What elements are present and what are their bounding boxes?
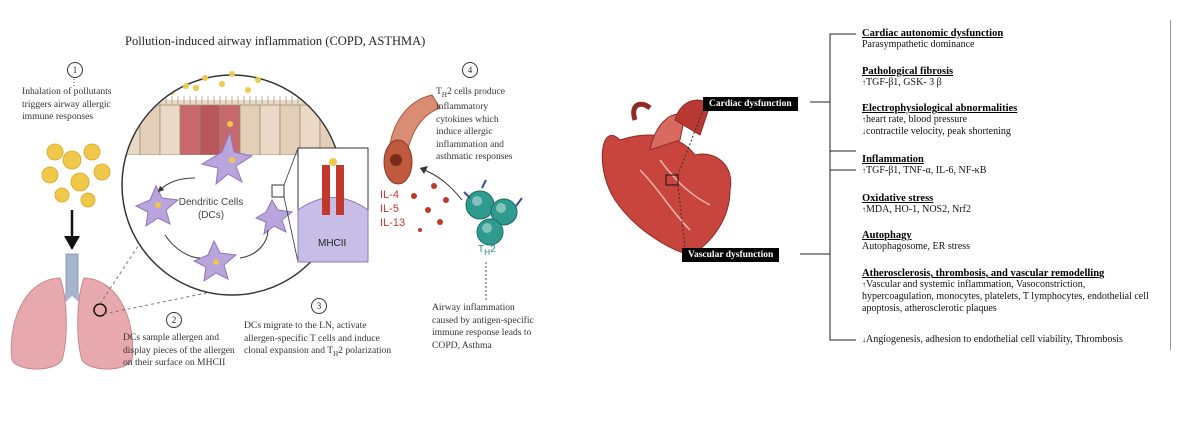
step-4-caption: TH2 cells produce inflammatory cytokines… [436, 86, 513, 163]
section-heading: Oxidative stress [862, 193, 934, 204]
dendritic-cells-label: Dendritic Cells (DCs) [178, 197, 244, 221]
step-3-caption: DCs migrate to the LN, activate allergen… [244, 320, 392, 358]
th2-label: TH2 [478, 244, 496, 257]
section-oxidative-stress: Oxidative stress ↑MDA, HO-1, NOS2, Nrf2 [862, 193, 971, 216]
airway-inflammation-caption: Airway inflammation caused by antigen-sp… [432, 302, 534, 351]
cardiac-dysfunction-label: Cardiac dysfunction [703, 97, 798, 111]
section-heading: Pathological fibrosis [862, 66, 954, 77]
section-text: TGF-β1, GSK- 3 β [862, 77, 953, 89]
airway-inflammation-illustration [10, 71, 523, 370]
section-heading: Cardiac autonomic dysfunction [862, 28, 1004, 39]
cytokine-il4: IL-4 [380, 189, 399, 201]
section-heading: Electrophysiological abnormalities [862, 103, 1018, 114]
diagram-title: Pollution-induced airway inflammation (C… [125, 34, 426, 48]
section-text: ↑heart rate, blood pressure [862, 114, 968, 125]
up-arrow-icon: ↑ [862, 115, 866, 124]
right-border-line [1170, 20, 1171, 350]
section-atherosclerosis: Atherosclerosis, thrombosis, and vascula… [862, 268, 1149, 315]
section-text: hypercoagulation, monocytes, platelets, … [862, 291, 1149, 302]
section-text: apoptosis, atherosclerotic plaques [862, 303, 997, 314]
step-number-1: 1 [67, 62, 83, 78]
section-text: ↑Vascular and systemic inflammation, Vas… [862, 279, 1086, 290]
down-arrow-icon: ↓ [862, 127, 866, 136]
section-cardiac-autonomic: Cardiac autonomic dysfunction Parasympat… [862, 28, 1003, 51]
bracket-connectors [800, 33, 856, 341]
section-text: ↓Angiogenesis, adhesion to endothelial c… [862, 334, 1123, 345]
section-heading: Atherosclerosis, thrombosis, and vascula… [862, 268, 1105, 279]
cytokine-list: IL-4 IL-5 IL-13 [380, 188, 405, 230]
up-arrow-icon: ↑ [862, 205, 866, 214]
section-autophagy: Autophagy Autophagosome, ER stress [862, 230, 970, 253]
step-number-3: 3 [311, 298, 327, 314]
cytokine-il13: IL-13 [380, 217, 406, 229]
section-pathological-fibrosis: Pathological fibrosis TGF-β1, GSK- 3 β [862, 66, 953, 89]
cytokine-il5: IL-5 [380, 203, 399, 215]
section-angiogenesis: ↓Angiogenesis, adhesion to endothelial c… [862, 334, 1123, 346]
section-electrophysiological: Electrophysiological abnormalities ↑hear… [862, 103, 1017, 138]
section-inflammation: Inflammation ↑TGF-β1, TNF-α, IL-6, NF-κB [862, 154, 986, 177]
section-text: Autophagosome, ER stress [862, 241, 971, 252]
step-number-2: 2 [166, 312, 182, 328]
section-text: ↓contractile velocity, peak shortening [862, 126, 1011, 137]
inflamed-airway [383, 94, 441, 185]
section-text: ↑MDA, HO-1, NOS2, Nrf2 [862, 204, 971, 215]
step-1-caption: Inhalation of pollutants triggers airway… [22, 86, 112, 122]
th2-cells [465, 190, 518, 246]
down-arrow-icon: ↓ [862, 335, 866, 344]
section-heading: Autophagy [862, 230, 912, 241]
up-arrow-icon: ↑ [862, 166, 866, 175]
mhcii-label: MHCII [318, 238, 347, 249]
section-text: ↑TGF-β1, TNF-α, IL-6, NF-κB [862, 165, 987, 176]
lungs [10, 253, 134, 370]
step-number-4: 4 [462, 62, 478, 78]
up-arrow-icon: ↑ [862, 280, 866, 289]
step-2-caption: DCs sample allergen and display pieces o… [123, 332, 235, 368]
heart-illustration [601, 99, 732, 256]
section-heading: Inflammation [862, 154, 924, 165]
section-text: Parasympathetic dominance [862, 39, 975, 50]
vascular-dysfunction-label: Vascular dysfunction [682, 248, 780, 262]
pollen-particles [41, 143, 111, 208]
